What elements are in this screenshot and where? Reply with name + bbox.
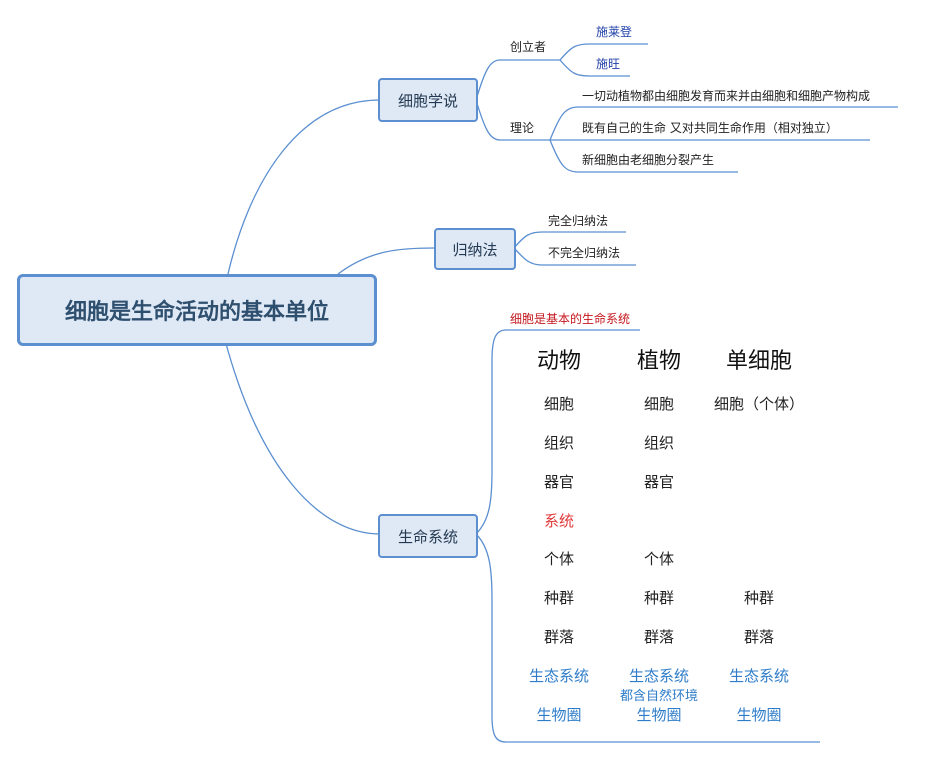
founders-label: 创立者 (510, 40, 547, 54)
column-header-plant: 植物 (636, 349, 681, 374)
topic-induction[interactable]: 归纳法 (434, 228, 516, 270)
animal-level-system: 系统 (543, 512, 574, 530)
theory-label: 理论 (510, 121, 535, 135)
column-header-unicellular: 单细胞 (725, 349, 792, 374)
topic-life-system[interactable]: 生命系统 (378, 514, 478, 558)
animal-level-population: 种群 (543, 589, 574, 607)
unicellular-level-cell: 细胞（个体） (713, 395, 804, 413)
root-node[interactable]: 细胞是生命活动的基本单位 (17, 274, 377, 346)
life-system-subtitle: 细胞是基本的生命系统 (510, 312, 631, 326)
founder-name-2: 施旺 (596, 57, 621, 71)
plant-level-individual: 个体 (643, 550, 674, 568)
animal-level-organ: 器官 (543, 473, 574, 491)
induction-item-1: 完全归纳法 (548, 214, 609, 228)
topic-cell-theory-label: 细胞学说 (397, 91, 458, 110)
unicellular-level-biosphere: 生物圈 (736, 706, 782, 724)
plant-level-organ: 器官 (643, 473, 674, 491)
plant-level-tissue: 组织 (643, 434, 674, 452)
plant-level-biosphere: 生物圈 (636, 706, 682, 724)
theory-point-1: 一切动植物都由细胞发育而来并由细胞和细胞产物构成 (582, 89, 871, 103)
topic-life-system-label: 生命系统 (397, 527, 458, 546)
topic-induction-label: 归纳法 (452, 240, 498, 259)
induction-item-2: 不完全归纳法 (548, 246, 621, 260)
unicellular-level-community: 群落 (743, 628, 774, 646)
plant-level-population: 种群 (643, 589, 674, 607)
plant-level-ecosystem: 生态系统 (628, 667, 689, 685)
animal-level-individual: 个体 (543, 550, 574, 568)
animal-level-ecosystem: 生态系统 (528, 667, 589, 685)
animal-level-tissue: 组织 (543, 434, 574, 452)
unicellular-level-population: 种群 (743, 589, 774, 607)
plant-level-community: 群落 (643, 628, 674, 646)
plant-level-cell: 细胞 (643, 395, 674, 413)
founder-name-1: 施莱登 (596, 25, 633, 39)
animal-level-cell: 细胞 (543, 395, 574, 413)
ecosystem-note: 都含自然环境 (619, 689, 698, 704)
column-header-animal: 动物 (536, 349, 581, 374)
topic-cell-theory[interactable]: 细胞学说 (378, 78, 478, 122)
theory-point-3: 新细胞由老细胞分裂产生 (582, 153, 715, 167)
unicellular-level-ecosystem: 生态系统 (728, 667, 789, 685)
root-label: 细胞是生命活动的基本单位 (64, 300, 329, 325)
animal-level-community: 群落 (543, 628, 574, 646)
animal-level-biosphere: 生物圈 (536, 706, 582, 724)
theory-point-2: 既有自己的生命 又对共同生命作用（相对独立） (582, 121, 838, 135)
